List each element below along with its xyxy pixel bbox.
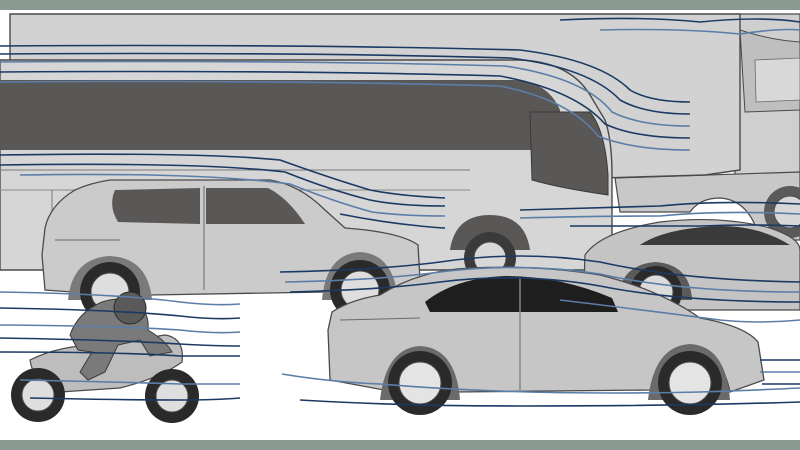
bus-windshield [529,111,609,196]
streamline [0,324,241,334]
streamline [519,211,800,219]
sedan [327,266,765,415]
streamline [0,80,691,151]
streamline [559,17,800,23]
streamline [289,277,800,303]
suv-window-front [206,188,305,224]
bus-side-window [0,80,560,150]
sports-car-window [640,226,790,245]
streamline [29,397,241,401]
scene-content [0,13,800,423]
frame-bottom-band [0,440,800,450]
streamline [299,399,800,407]
coach-bus [0,13,741,284]
streamline [0,52,691,115]
sedan-window [425,276,618,312]
streamline [284,266,800,293]
streamline [19,379,240,385]
streamline [0,351,240,357]
airflow-streamlines [0,17,800,407]
streamline [570,224,800,227]
frame-top-band [0,0,800,10]
streamline [0,70,691,139]
streamline [0,153,446,199]
streamline [0,291,241,306]
streamline [0,44,691,103]
streamline [279,255,800,283]
streamline [19,173,446,217]
streamline [0,60,691,127]
streamline [0,163,446,207]
streamline [0,307,241,320]
streamline [599,28,800,35]
streamline [0,337,241,347]
motorcycle-with-rider [11,291,199,423]
streamline [559,299,800,323]
suv-window-rear [112,188,200,224]
streamline [281,373,800,394]
rider-helmet [113,291,147,325]
streamline [519,201,800,211]
streamline [339,213,446,229]
